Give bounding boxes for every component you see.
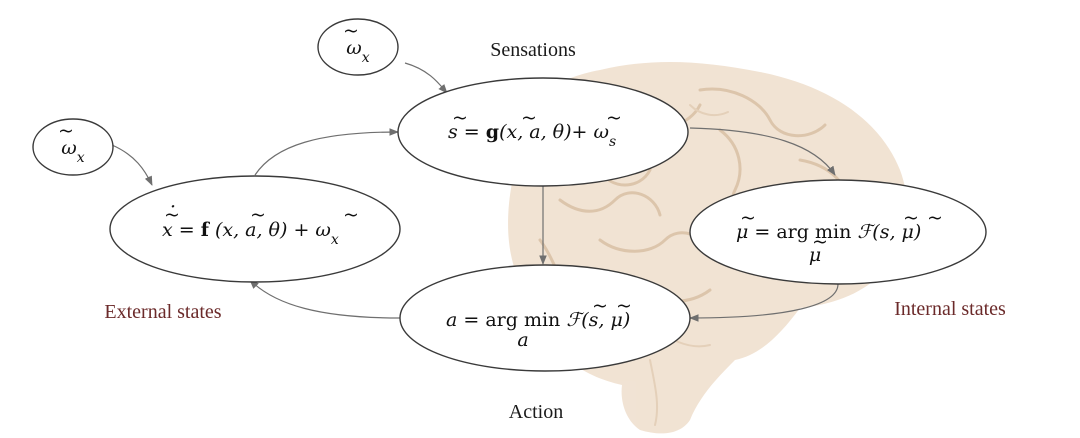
internal-func: ℱ <box>857 221 875 243</box>
svg-text:~: ~ <box>616 295 632 317</box>
label-external-states: External states <box>104 301 221 323</box>
sensation-node: ~ ~ ~ s = g(x, a, θ)+ ωs <box>397 77 689 187</box>
noise-tilde-left: ~ <box>58 120 74 142</box>
action-eq: = <box>457 309 485 331</box>
svg-text:~: ~ <box>592 295 608 317</box>
noise-tilde-top: ~ <box>343 20 359 42</box>
sensation-lhs: s <box>448 121 458 143</box>
external-node: ~ ~ ~ · x = f (x, a, θ) + ωx <box>109 175 401 283</box>
svg-text:x = f (x, a, θ) + ωx: x = f (x, a, θ) + ωx <box>162 219 339 248</box>
svg-text:~: ~ <box>927 207 943 229</box>
internal-lhs: μ <box>736 221 748 243</box>
label-internal-states: Internal states <box>894 298 1006 320</box>
internal-eq: = <box>748 221 776 243</box>
svg-text:s = g(x, a, θ)+ ωs: s = g(x, a, θ)+ ωs <box>448 121 616 150</box>
edge-sensation-to-internal <box>689 127 836 176</box>
sensation-func: g <box>486 121 499 143</box>
svg-text:μ = arg min ℱ(s, μ): μ = arg min ℱ(s, μ) <box>736 221 921 243</box>
svg-text:~: ~ <box>164 204 180 226</box>
svg-text:ωx: ωx <box>61 137 85 166</box>
edge-internal-to-action <box>689 283 839 322</box>
noise-node-top: ~ ωx <box>317 18 399 76</box>
edge-noise-to-external <box>111 144 153 186</box>
external-func: f <box>201 219 211 241</box>
internal-node: ~ ~ ~ μ = arg min ℱ(s, μ) ~ μ <box>689 179 987 285</box>
edge-action-to-external <box>249 279 401 319</box>
noise-symbol-top: ω <box>346 37 362 59</box>
svg-text:a = arg min ℱ(s, μ): a = arg min ℱ(s, μ) <box>446 309 630 331</box>
noise-symbol-left: ω <box>61 137 77 159</box>
svg-text:~: ~ <box>452 107 468 129</box>
sensation-noise-sub: s <box>609 134 616 150</box>
action-op: arg min <box>485 309 566 331</box>
svg-text:~: ~ <box>606 107 622 129</box>
edge-external-to-sensation <box>254 128 399 176</box>
noise-subscript-top: x <box>362 50 370 66</box>
svg-text:~: ~ <box>521 107 537 129</box>
external-noise: ω <box>315 219 331 241</box>
noise-subscript-left: x <box>77 150 85 166</box>
action-equation: ~ ~ a = arg min ℱ(s, μ) a <box>446 295 632 351</box>
sensation-eq: = <box>458 121 486 143</box>
internal-op: arg min <box>776 221 857 243</box>
internal-args: (s, μ) <box>872 221 921 243</box>
sensation-equation: ~ ~ ~ s = g(x, a, θ)+ ωs <box>448 107 622 150</box>
svg-text:ωx: ωx <box>346 37 370 66</box>
action-under: a <box>517 329 528 351</box>
external-plus: + <box>287 219 315 241</box>
svg-text:·: · <box>170 196 176 218</box>
external-args: (x, a, θ) <box>209 219 288 241</box>
internal-under: μ <box>809 244 821 266</box>
sensation-plus: + <box>572 121 594 143</box>
sensation-args: (x, a, θ) <box>499 121 571 143</box>
svg-text:~: ~ <box>343 204 359 226</box>
external-lhs: x <box>162 219 173 241</box>
internal-equation: ~ ~ ~ μ = arg min ℱ(s, μ) ~ μ <box>736 207 943 266</box>
edge-noise-to-sensation <box>404 62 448 94</box>
edges <box>111 62 839 322</box>
svg-text:~: ~ <box>740 207 756 229</box>
sensation-noise: ω <box>594 121 610 143</box>
svg-text:~: ~ <box>903 207 919 229</box>
label-action: Action <box>509 401 563 423</box>
external-noise-sub: x <box>331 232 339 248</box>
external-eq: = <box>173 219 201 241</box>
action-func: ℱ <box>566 309 584 331</box>
svg-text:~: ~ <box>812 231 828 253</box>
action-lhs: a <box>446 309 457 331</box>
svg-text:~: ~ <box>250 204 266 226</box>
label-sensations: Sensations <box>490 39 576 61</box>
action-args: (s, μ) <box>581 309 630 331</box>
noise-node-left: ~ ωx <box>32 118 114 176</box>
external-equation: ~ ~ ~ · x = f (x, a, θ) + ωx <box>162 196 359 248</box>
action-node: ~ ~ a = arg min ℱ(s, μ) a <box>399 264 691 372</box>
